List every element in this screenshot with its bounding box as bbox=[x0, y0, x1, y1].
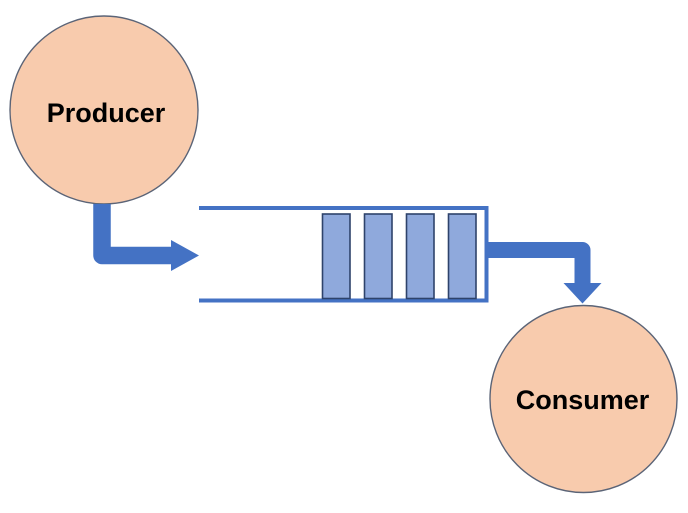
arrow-head bbox=[171, 240, 199, 271]
producer-label: Producer bbox=[47, 98, 166, 128]
arrow-shaft bbox=[93, 204, 172, 265]
arrow-head bbox=[563, 283, 602, 304]
queue-item bbox=[363, 213, 393, 300]
queue-items bbox=[321, 213, 477, 300]
producer-to-queue-arrow bbox=[93, 204, 199, 271]
queue-item bbox=[405, 213, 435, 300]
arrow-shaft bbox=[487, 242, 591, 284]
queue-item bbox=[447, 213, 477, 300]
consumer-label: Consumer bbox=[516, 385, 650, 415]
queue-to-consumer-arrow bbox=[487, 242, 602, 304]
queue-item bbox=[321, 213, 351, 300]
consumer-node bbox=[489, 304, 678, 494]
